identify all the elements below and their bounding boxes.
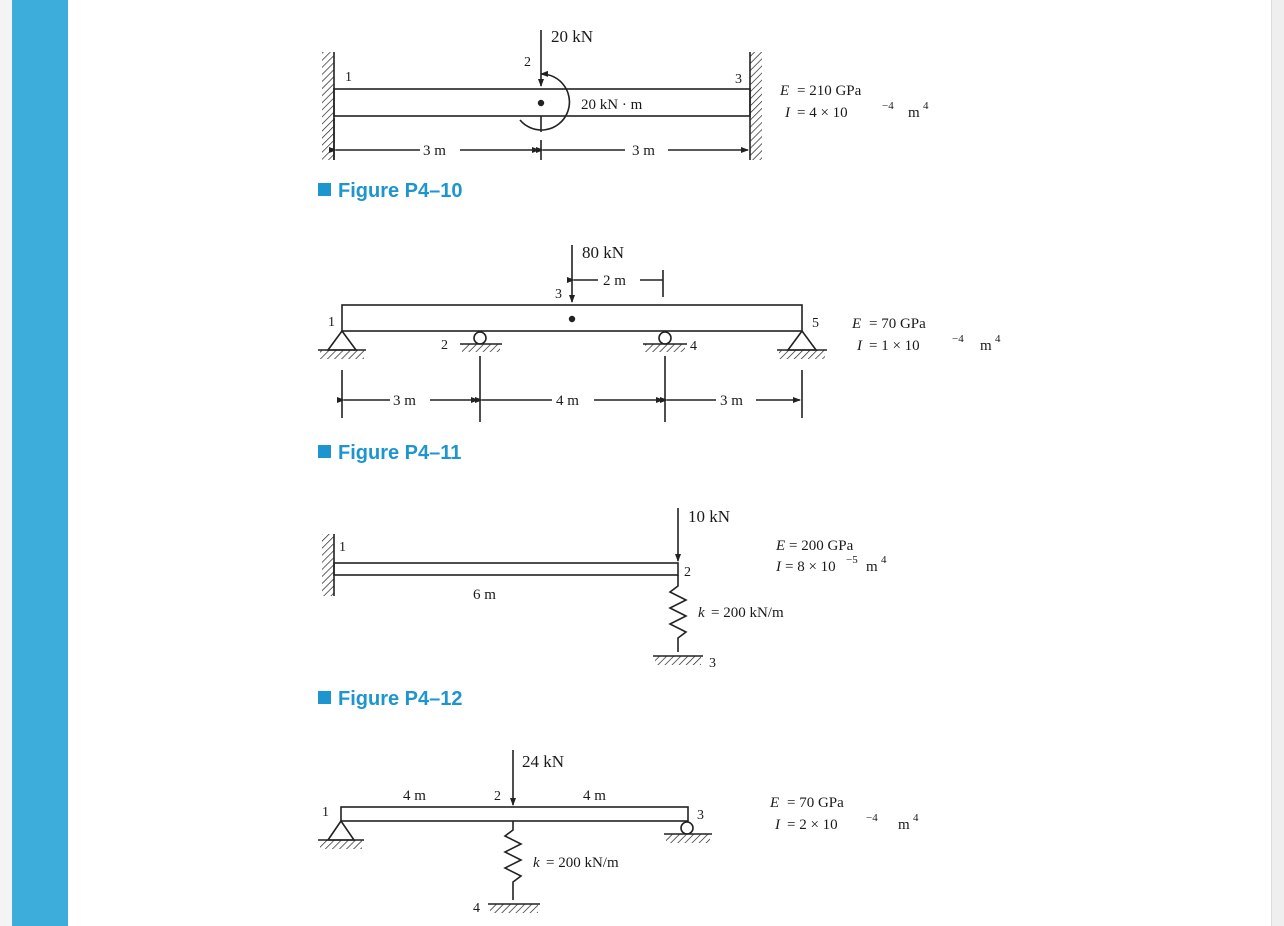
node-3-label: 3 [709,656,716,671]
figure-caption-p4-12: Figure P4–12 [318,688,463,711]
moment-arc [519,70,571,131]
roller-support-4 [658,331,672,345]
inertia-symbol: I [774,817,781,833]
caption-square-icon [318,183,331,196]
inertia-value: = 2 × 10 [787,817,838,833]
node-3-label: 3 [735,72,742,87]
node-dot [568,315,576,323]
viewer-scrollbar[interactable] [1271,0,1284,926]
page-margin-bar [12,0,68,926]
node-3-label: 3 [697,808,704,823]
stiffness-value: = 200 kN/m [546,855,619,871]
span-2-label: 4 m [556,393,579,409]
beam [341,304,803,332]
caption-square-icon [318,691,331,704]
span-left-label: 3 m [423,143,446,159]
span-3-label: 3 m [720,393,743,409]
node-2-label: 2 [524,55,531,70]
inertia-unit: m [980,338,992,354]
fixed-wall-right [750,52,762,160]
spring [503,821,523,900]
figure-p4-12 [322,508,703,665]
inertia-symbol: I [856,338,863,354]
modulus-value: = 70 GPa [787,795,844,811]
stiffness-value: = 200 kN/m [711,605,784,621]
pin-support-left [326,819,356,841]
inertia-value: = 1 × 10 [869,338,920,354]
node-1-label: 1 [339,540,346,555]
fixed-wall-left [322,52,334,160]
figure-p4-10 [322,30,762,160]
inertia-unit-exponent: 4 [923,100,929,112]
figure-p4-13 [318,750,712,913]
viewer-frame-left [0,0,12,926]
roller-support-2 [473,331,487,345]
node-2-label: 2 [494,789,501,804]
beam [333,562,679,576]
inertia-exponent: −4 [952,333,964,345]
ground-support [490,904,538,913]
load-label: 80 kN [582,243,624,262]
inertia-value: = 4 × 10 [797,105,848,121]
modulus-symbol: E [775,538,785,554]
modulus-value: = 210 GPa [797,83,862,99]
inertia-exponent: −4 [866,812,878,824]
node-4-label: 4 [473,901,480,916]
inertia-value: = 8 × 10 [785,559,836,575]
span-right-label: 4 m [583,788,606,804]
node-5-label: 5 [812,316,819,331]
modulus-value: = 70 GPa [869,316,926,332]
node-1-label: 1 [322,805,329,820]
modulus-symbol: E [779,83,789,99]
load-offset-label: 2 m [603,273,626,289]
modulus-symbol: E [851,316,861,332]
inertia-exponent: −4 [882,100,894,112]
caption-square-icon [318,445,331,458]
beam [340,806,689,822]
inertia-exponent: −5 [846,554,858,566]
caption-text: Figure P4–12 [338,688,463,710]
inertia-unit: m [898,817,910,833]
load-label: 10 kN [688,507,730,526]
modulus-value: = 200 GPa [789,538,854,554]
node-1-label: 1 [345,70,352,85]
moment-label: 20 kN · m [581,97,643,113]
span-1-label: 3 m [393,393,416,409]
beam [333,88,751,117]
node-2-label: 2 [441,338,448,353]
figure-caption-p4-11: Figure P4–11 [318,442,461,465]
node-2-label: 2 [684,565,691,580]
inertia-unit: m [866,559,878,575]
node-1-label: 1 [328,315,335,330]
fixed-wall [322,534,334,596]
load-label: 24 kN [522,752,564,771]
stiffness-symbol: k [533,855,540,871]
inertia-unit-exponent: 4 [995,333,1001,345]
stiffness-symbol: k [698,605,705,621]
inertia-symbol: I [784,105,791,121]
span-label: 6 m [473,587,496,603]
inertia-symbol: I [775,559,782,575]
figure-caption-p4-10: Figure P4–10 [318,180,463,203]
modulus-symbol: E [769,795,779,811]
inertia-unit: m [908,105,920,121]
node-3-label: 3 [555,287,562,302]
pin-support-right [786,329,818,351]
inertia-unit-exponent: 4 [913,812,919,824]
roller-support-3 [680,821,694,835]
node-4-label: 4 [690,339,697,354]
inertia-unit-exponent: 4 [881,554,887,566]
node-dot [537,99,545,107]
caption-text: Figure P4–11 [338,442,462,464]
ground-support [655,656,701,665]
pin-support-left [326,329,358,351]
load-label: 20 kN [551,27,593,46]
spring [668,575,688,652]
caption-text: Figure P4–10 [338,180,463,202]
figure-p4-11 [318,245,827,422]
span-right-label: 3 m [632,143,655,159]
span-left-label: 4 m [403,788,426,804]
